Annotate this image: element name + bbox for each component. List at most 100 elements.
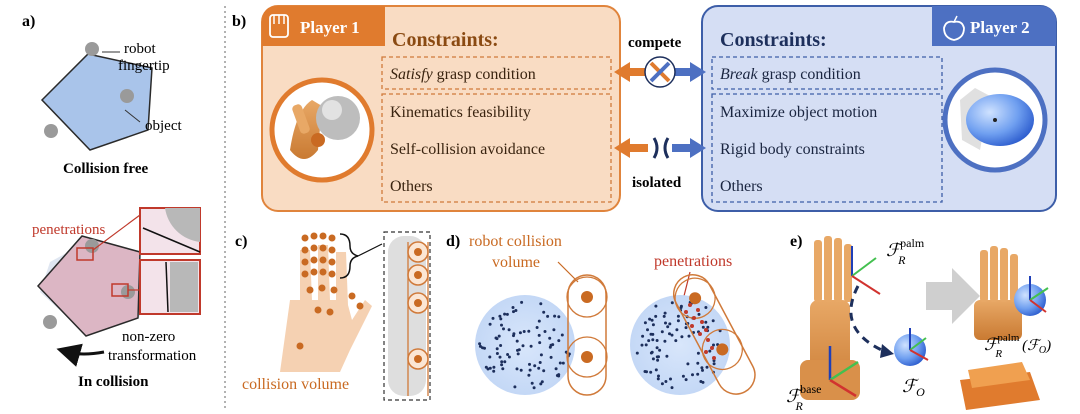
pointcloud-dots-left: [478, 300, 571, 390]
pointcloud-dot: [557, 373, 561, 377]
player2-item-3: Others: [720, 178, 763, 195]
pointcloud-dot: [708, 349, 712, 353]
pointcloud-dot: [706, 325, 710, 329]
pointcloud-dot: [492, 369, 496, 373]
pointcloud-dot: [670, 386, 674, 390]
pointcloud-dot: [650, 318, 654, 322]
pointcloud-dot: [657, 374, 660, 378]
pointcloud-dot: [646, 328, 649, 332]
pointcloud-dot: [507, 328, 511, 332]
pointcloud-dot: [645, 370, 648, 374]
player1-title: Player 1: [300, 18, 360, 37]
pointcloud-dot: [495, 352, 499, 355]
player1-item-2: Self-collision avoidance: [390, 141, 545, 158]
pointcloud-dot: [549, 343, 553, 347]
pointcloud-dot: [705, 365, 709, 369]
pointcloud-dot: [538, 361, 542, 364]
pointcloud-dot: [498, 314, 502, 318]
pointcloud-dot: [676, 319, 680, 323]
panel-a-label: a): [22, 13, 35, 30]
pointcloud-dot: [529, 344, 533, 348]
pointcloud-dot: [506, 353, 510, 356]
pointcloud-dot: [501, 367, 505, 371]
player2-tab: [932, 6, 1056, 46]
pointcloud-dot: [650, 350, 654, 354]
pointcloud-dot: [663, 339, 667, 343]
fingertip-right: [120, 89, 134, 103]
finger-collision-left: [566, 274, 608, 396]
pointcloud-dot: [651, 323, 655, 327]
label-object: object: [145, 118, 182, 134]
zoom-inset-2: [139, 259, 201, 315]
pointcloud-dot: [537, 333, 541, 337]
pointcloud-dot: [655, 339, 659, 342]
pointcloud-dot: [674, 339, 678, 343]
label-volume: volume: [492, 254, 540, 271]
pointcloud-dot: [648, 317, 652, 321]
object-pointcloud-left: [475, 295, 575, 395]
object-frame-axes-left: [909, 328, 929, 361]
pointcloud-dot: [686, 362, 690, 366]
pointcloud-dot: [520, 300, 524, 304]
pointcloud-dot: [515, 367, 519, 371]
player2-item-2: Rigid body constraints: [720, 141, 865, 158]
isolated-arrows: [614, 137, 706, 159]
player1-grasp-box: [381, 56, 612, 90]
pointcloud-dot: [654, 304, 658, 308]
pointcloud-dot: [539, 302, 543, 306]
pointcloud-dot: [478, 342, 482, 346]
pointcloud-dot: [537, 319, 541, 323]
pointcloud-dot: [660, 382, 664, 386]
label-penetrations-a: penetrations: [32, 222, 105, 238]
pointcloud-dot: [546, 314, 550, 318]
pointcloud-dot: [700, 366, 704, 370]
pointcloud-dot: [697, 312, 701, 316]
label-transformation: transformation: [108, 348, 197, 364]
label-collision-volume: collision volume: [242, 376, 349, 393]
pointcloud-dot: [500, 363, 504, 367]
pointcloud-dot: [502, 327, 505, 331]
palm-frame-axes: [851, 246, 881, 295]
pointcloud-dot: [488, 355, 492, 359]
label-robot-collision: robot collision: [469, 233, 562, 250]
pointcloud-dot: [696, 361, 700, 365]
pointcloud-dot: [528, 362, 531, 366]
pointcloud-dot: [651, 338, 655, 342]
player1-grasp-emph: Satisfy: [390, 66, 434, 83]
panel-d: d) robot collision volume penetrations: [446, 233, 756, 396]
transformation-arrow: [56, 343, 105, 367]
pointcloud-dot: [655, 346, 659, 350]
player1-grasp-rest: grasp condition: [433, 66, 536, 83]
pointcloud-dot: [701, 380, 705, 384]
player1-constraints-box: [381, 93, 612, 203]
pointcloud-dot: [680, 335, 684, 339]
pointcloud-dot: [641, 334, 645, 338]
pointcloud-dot: [643, 321, 647, 325]
panel-d-label: d): [446, 233, 460, 250]
pointcloud-dot: [560, 333, 564, 337]
pointcloud-dot: [554, 367, 558, 371]
pointcloud-dot: [542, 310, 546, 314]
player1-item-1: Kinematics feasibility: [390, 104, 531, 121]
compete-arrows: [614, 56, 706, 88]
pointcloud-dot: [538, 341, 542, 345]
pointcloud-dot: [494, 336, 498, 340]
pointcloud-dot: [662, 314, 666, 318]
pointcloud-dot: [558, 361, 562, 365]
pointcloud-dot: [656, 358, 660, 362]
caption-collision-free: Collision free: [63, 161, 148, 177]
pointcloud-dot: [675, 328, 679, 332]
base-frame-axes: [828, 346, 859, 398]
pointcloud-dot: [635, 351, 639, 355]
fingertip-bottom-top: [85, 239, 99, 253]
panel-e-label: e): [790, 233, 802, 250]
pointcloud-dot: [640, 343, 644, 347]
pointcloud-dot: [684, 378, 688, 382]
pointcloud-dot: [495, 347, 499, 351]
pointcloud-dot: [512, 310, 515, 314]
label-robot: robot: [124, 41, 156, 57]
pointcloud-dot: [484, 365, 488, 369]
pointcloud-dot: [500, 323, 503, 327]
pointcloud-dot: [499, 344, 503, 347]
